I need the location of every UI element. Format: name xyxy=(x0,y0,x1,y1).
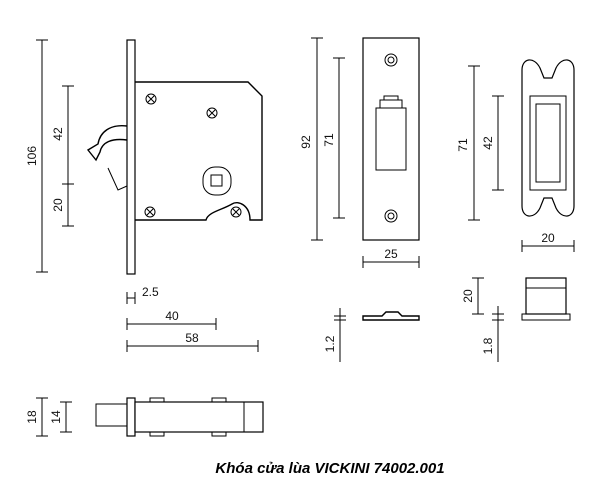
dim-side-inner: 14 xyxy=(49,410,63,424)
dim-overall-height: 106 xyxy=(25,146,39,166)
screw-icon xyxy=(144,93,242,218)
lock-body-view: 106 42 20 2.5 40 58 xyxy=(25,39,263,352)
dim-upper: 42 xyxy=(51,127,65,141)
dim-depth: 58 xyxy=(185,331,199,345)
keeper-view: 71 42 20 20 1.8 xyxy=(456,59,575,362)
dim-backset: 40 xyxy=(165,309,179,323)
hook-latch xyxy=(86,125,128,162)
dim-keeper-height: 71 xyxy=(456,138,470,152)
dim-faceplate: 2.5 xyxy=(142,285,159,299)
dim-keeper-cap-height: 20 xyxy=(461,289,475,303)
dim-strike-thickness: 1.2 xyxy=(323,335,337,352)
dim-keeper-inner: 42 xyxy=(481,136,495,150)
dim-keeper-width: 20 xyxy=(541,231,555,245)
strike-plate-view: 92 71 25 1.2 xyxy=(299,37,420,362)
dim-keeper-thickness: 1.8 xyxy=(481,337,495,354)
dim-strike-slot: 71 xyxy=(322,133,336,147)
drawing-caption: Khóa cửa lùa VICKINI 74002.001 xyxy=(215,460,444,477)
dim-lower: 20 xyxy=(51,198,65,212)
side-view: 18 14 xyxy=(25,397,264,437)
dim-side-outer: 18 xyxy=(25,410,39,424)
dim-strike-height: 92 xyxy=(299,135,313,149)
dim-strike-width: 25 xyxy=(384,247,398,261)
